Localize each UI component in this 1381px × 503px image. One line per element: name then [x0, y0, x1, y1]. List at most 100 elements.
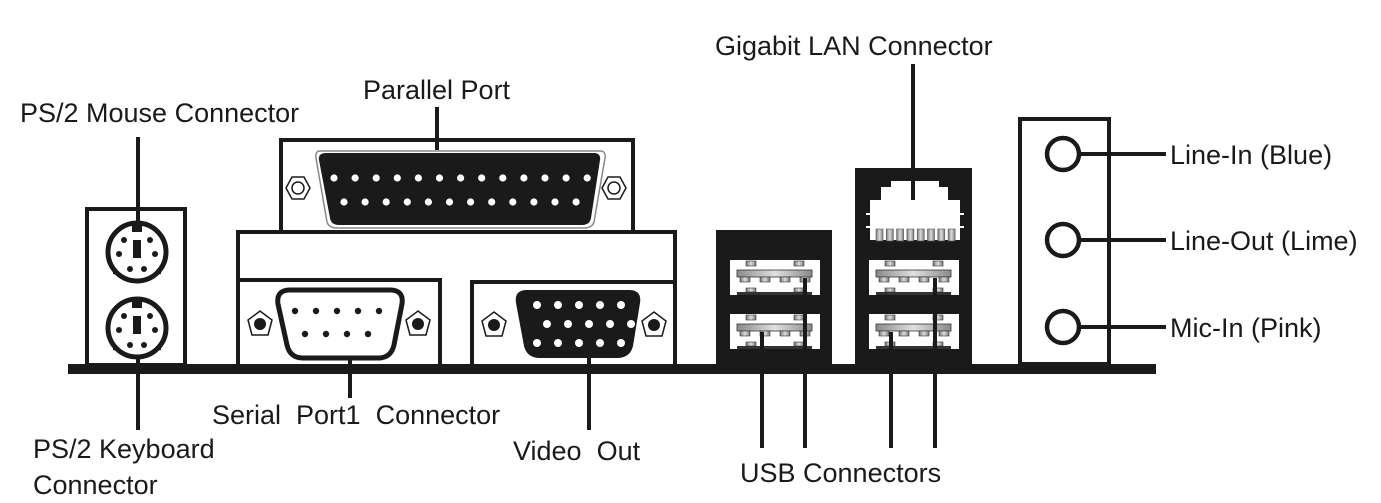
- usb-latch: [745, 314, 757, 321]
- gigabit-lan-label: Gigabit LAN Connector: [715, 31, 993, 61]
- parallel-pin: [382, 198, 390, 206]
- video-screw-right: [641, 311, 667, 337]
- video-pin: [596, 301, 604, 309]
- parallel-port: [279, 138, 635, 234]
- serial-housing: [238, 278, 442, 364]
- usb-latch: [884, 314, 896, 321]
- usb-latch: [793, 314, 805, 321]
- parallel-pin: [572, 198, 580, 206]
- video-screw-left: [481, 311, 507, 337]
- ps2-housing: [85, 207, 187, 367]
- parallel-pin: [467, 198, 475, 206]
- usb-contact: [918, 330, 930, 337]
- line-in-label: Line-In (Blue): [1170, 140, 1332, 170]
- parallel-screw-right: [601, 176, 627, 200]
- parallel-pin: [520, 174, 528, 182]
- lan-contact: [937, 228, 946, 242]
- serial-pin: [301, 330, 309, 338]
- usb-contact: [898, 276, 910, 283]
- usb-contact: [938, 330, 950, 337]
- parallel-pin: [340, 198, 348, 206]
- parallel-pin: [530, 198, 538, 206]
- serial-pin: [333, 307, 341, 315]
- usb-contact: [759, 276, 771, 283]
- serial-shell: [275, 287, 405, 361]
- video-pin: [627, 320, 635, 328]
- parallel-shell: [318, 153, 601, 225]
- ps2-mouse-label: PS/2 Mouse Connector: [20, 98, 299, 128]
- video-pins: [533, 301, 635, 347]
- parallel-pin: [509, 198, 517, 206]
- usb-latch: [793, 287, 805, 293]
- usb-connectors-label: USB Connectors: [740, 458, 941, 488]
- usb-port: [730, 260, 820, 295]
- parallel-pin: [499, 174, 507, 182]
- video-housing: [470, 280, 677, 368]
- usb-tongue: [875, 269, 952, 278]
- usb-port: [869, 260, 959, 295]
- ps2-keyboard-label-line1: PS/2 Keyboard: [33, 434, 215, 464]
- usb-leaders: [760, 278, 937, 448]
- parallel-pin: [583, 174, 591, 182]
- parallel-pin: [372, 174, 380, 182]
- video-pin: [554, 301, 562, 309]
- usb-contact: [779, 330, 791, 337]
- serial-pin: [364, 330, 372, 338]
- usb-latch: [932, 260, 944, 267]
- parallel-pin: [361, 198, 369, 206]
- line-in-jack: [1044, 135, 1082, 173]
- serial-port-label: Serial Port1 Connector: [212, 400, 500, 430]
- usb-latch: [793, 341, 805, 347]
- parallel-pin: [488, 198, 496, 206]
- parallel-screw-left: [285, 176, 311, 200]
- serial-pin: [375, 307, 383, 315]
- ps2-keyboard-port: [105, 296, 169, 360]
- lan-port: [866, 181, 964, 242]
- usb-latch: [793, 260, 805, 267]
- serial-pin: [322, 330, 330, 338]
- parallel-pin: [393, 174, 401, 182]
- usb-tongue: [736, 269, 813, 278]
- video-pin: [575, 301, 583, 309]
- usb-base: [737, 292, 812, 295]
- parallel-pins: [330, 174, 591, 206]
- serial-port: [238, 278, 442, 364]
- video-pin: [575, 339, 583, 347]
- mic-in-jack: [1044, 308, 1082, 346]
- panel-baseline: [68, 364, 1156, 374]
- lan-contact: [947, 228, 956, 242]
- parallel-pin: [414, 174, 422, 182]
- video-pin: [606, 320, 614, 328]
- lan-contact: [906, 228, 915, 242]
- parallel-pin: [541, 174, 549, 182]
- parallel-pin: [435, 174, 444, 182]
- usb-latch: [745, 287, 757, 293]
- ps2-keyboard-label-line2: Connector: [33, 470, 158, 500]
- usb-latch: [745, 260, 757, 267]
- usb-contact: [918, 276, 930, 283]
- usb-latch: [884, 260, 896, 267]
- usb-tongue: [875, 323, 952, 332]
- serial-pin: [343, 330, 351, 338]
- usb-latch: [884, 287, 896, 293]
- ps2-mouse-port: [105, 220, 169, 284]
- usb-port: [869, 314, 959, 349]
- serial-pins: [291, 307, 383, 338]
- parallel-pin: [351, 174, 359, 182]
- ps2-stack: [85, 207, 187, 367]
- line-out-jack: [1044, 221, 1082, 259]
- video-out-label: Video Out: [513, 436, 641, 466]
- lan-contacts: [875, 228, 956, 242]
- video-pin: [533, 339, 541, 347]
- video-shell: [515, 290, 641, 358]
- lan-contact: [927, 228, 935, 242]
- usb-stack-left: [716, 230, 832, 365]
- video-pin: [585, 320, 593, 328]
- serial-pin: [354, 307, 362, 315]
- usb-contact: [878, 330, 890, 337]
- lan-contact: [875, 228, 884, 242]
- mic-in-label: Mic-In (Pink): [1170, 313, 1322, 343]
- parallel-port-label: Parallel Port: [363, 75, 511, 105]
- video-pin: [564, 320, 572, 328]
